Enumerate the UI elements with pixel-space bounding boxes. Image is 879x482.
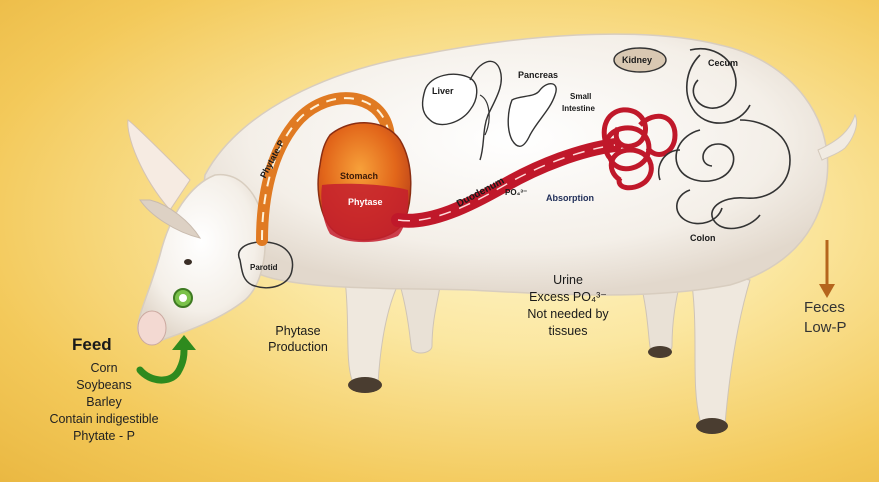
hoof — [696, 418, 728, 434]
phytase-production-line: Production — [238, 339, 358, 355]
stomach-lower — [321, 184, 408, 242]
urine-line: Urine — [478, 272, 658, 289]
phytase-production-label: Phytase Production — [238, 323, 358, 355]
urine-line: Excess PO₄³⁻ — [478, 289, 658, 306]
label-colon: Colon — [690, 233, 716, 243]
urine-line: tissues — [478, 323, 658, 340]
feed-item: Barley — [8, 394, 200, 411]
phytase-production-line: Phytase — [238, 323, 358, 339]
feces-line: Low-P — [804, 318, 847, 338]
label-small-intestine-2: Intestine — [562, 104, 595, 113]
feces-arrow — [812, 240, 842, 302]
label-small-intestine-1: Small — [570, 92, 591, 101]
feed-item: Corn — [8, 360, 200, 377]
feces-label: Feces Low-P — [804, 298, 847, 338]
front-leg-far — [400, 285, 440, 353]
feed-item: Contain indigestible — [8, 411, 200, 428]
label-phytase: Phytase — [348, 197, 383, 207]
label-stomach: Stomach — [340, 171, 378, 181]
feed-item: Soybeans — [8, 377, 200, 394]
feces-line: Feces — [804, 298, 847, 318]
feed-list: Corn Soybeans Barley Contain indigestibl… — [8, 360, 200, 445]
label-absorption: Absorption — [546, 193, 594, 203]
feed-title: Feed — [72, 335, 112, 355]
urine-label: Urine Excess PO₄³⁻ Not needed by tissues — [478, 272, 658, 340]
rear-leg — [690, 270, 750, 430]
urine-line: Not needed by — [478, 306, 658, 323]
label-liver: Liver — [432, 86, 454, 96]
ear — [128, 120, 190, 210]
hoof — [348, 377, 382, 393]
snout — [138, 311, 166, 345]
label-parotid: Parotid — [250, 263, 278, 272]
feed-arrowhead — [172, 335, 196, 350]
eye — [184, 259, 192, 265]
label-pancreas: Pancreas — [518, 70, 558, 80]
label-cecum: Cecum — [708, 58, 738, 68]
label-po4: PO₄³⁻ — [505, 188, 527, 197]
feed-item: Phytate - P — [8, 428, 200, 445]
label-kidney: Kidney — [622, 55, 652, 65]
hoof — [648, 346, 672, 358]
